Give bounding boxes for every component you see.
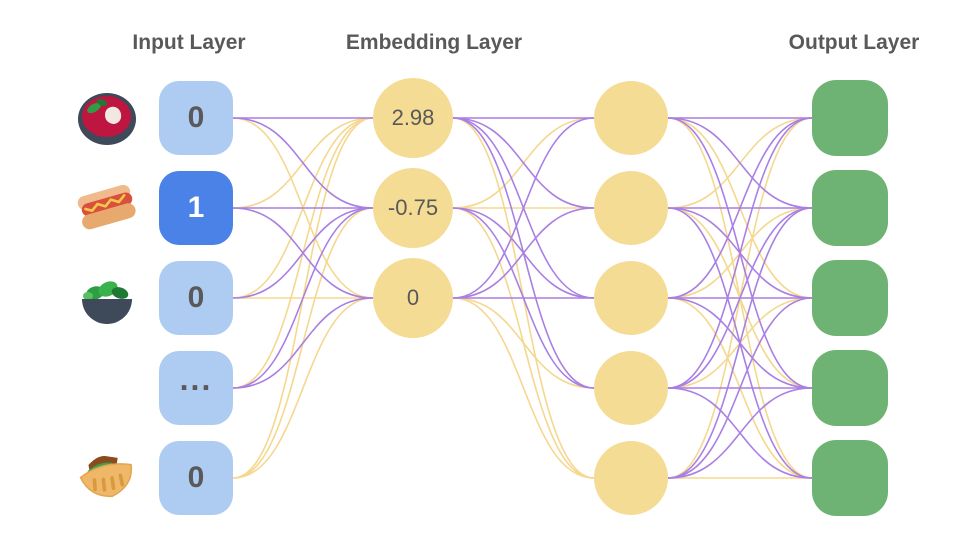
- edge-hidden_to_output-4-2: [667, 207, 813, 389]
- edge-hidden_to_output-4-1: [667, 117, 813, 389]
- edge-input_to_embedding-3-2: [232, 207, 374, 299]
- hidden-node-1: [594, 81, 668, 155]
- input-node-value: 0: [187, 101, 205, 134]
- output-node-5: [812, 440, 888, 516]
- embedding-node-value: 2.98: [391, 105, 435, 130]
- edge-embedding_to_hidden-1-2: [452, 117, 595, 209]
- hot-dog-icon: [75, 176, 139, 240]
- output-node-2: [812, 170, 888, 246]
- embedding-node-3: 0: [373, 258, 453, 338]
- embedding-node-value: 0: [406, 285, 420, 310]
- input-layer-title: Input Layer: [132, 31, 246, 54]
- embedding-node-1: 2.98: [373, 78, 453, 158]
- output-node-1: [812, 80, 888, 156]
- input-node-value: ...: [179, 361, 213, 397]
- input-node-4: ...: [159, 351, 233, 425]
- edge-hidden_to_output-5-2: [667, 207, 813, 479]
- edge-input_to_embedding-4-2: [232, 207, 374, 389]
- edge-input_to_embedding-4-3: [232, 297, 374, 389]
- input-node-2: 1: [159, 171, 233, 245]
- embedding-node-value: -0.75: [387, 195, 439, 220]
- hidden-node-3: [594, 261, 668, 335]
- edge-hidden_to_output-5-3: [667, 297, 813, 479]
- input-node-value: 1: [187, 191, 205, 224]
- edge-input_to_embedding-1-2: [232, 117, 374, 209]
- pita-sandwich-icon: [75, 446, 139, 510]
- edge-embedding_to_hidden-3-5: [452, 297, 595, 479]
- edge-embedding_to_hidden-3-2: [452, 207, 595, 299]
- edge-embedding_to_hidden-3-4: [452, 297, 595, 389]
- hidden-node-2: [594, 171, 668, 245]
- edge-hidden_to_output-1-2: [667, 117, 813, 209]
- embedding-node-2: -0.75: [373, 168, 453, 248]
- output-layer-title: Output Layer: [788, 31, 920, 54]
- edge-hidden_to_output-5-4: [667, 387, 813, 479]
- edge-embedding_to_hidden-3-1: [452, 117, 595, 299]
- input-node-1: 0: [159, 81, 233, 155]
- hidden-node-5: [594, 441, 668, 515]
- hidden-node-4: [594, 351, 668, 425]
- output-node-4: [812, 350, 888, 426]
- edge-hidden_to_output-3-1: [667, 117, 813, 299]
- input-node-5: 0: [159, 441, 233, 515]
- embedding-layer-title: Embedding Layer: [345, 31, 523, 54]
- green-salad-icon: [75, 266, 139, 330]
- input-node-3: 0: [159, 261, 233, 335]
- output-node-3: [812, 260, 888, 336]
- input-node-value: 0: [187, 461, 205, 494]
- edge-input_to_embedding-5-3: [232, 297, 374, 479]
- borscht-soup-icon: [75, 86, 139, 150]
- input-node-value: 0: [187, 281, 205, 314]
